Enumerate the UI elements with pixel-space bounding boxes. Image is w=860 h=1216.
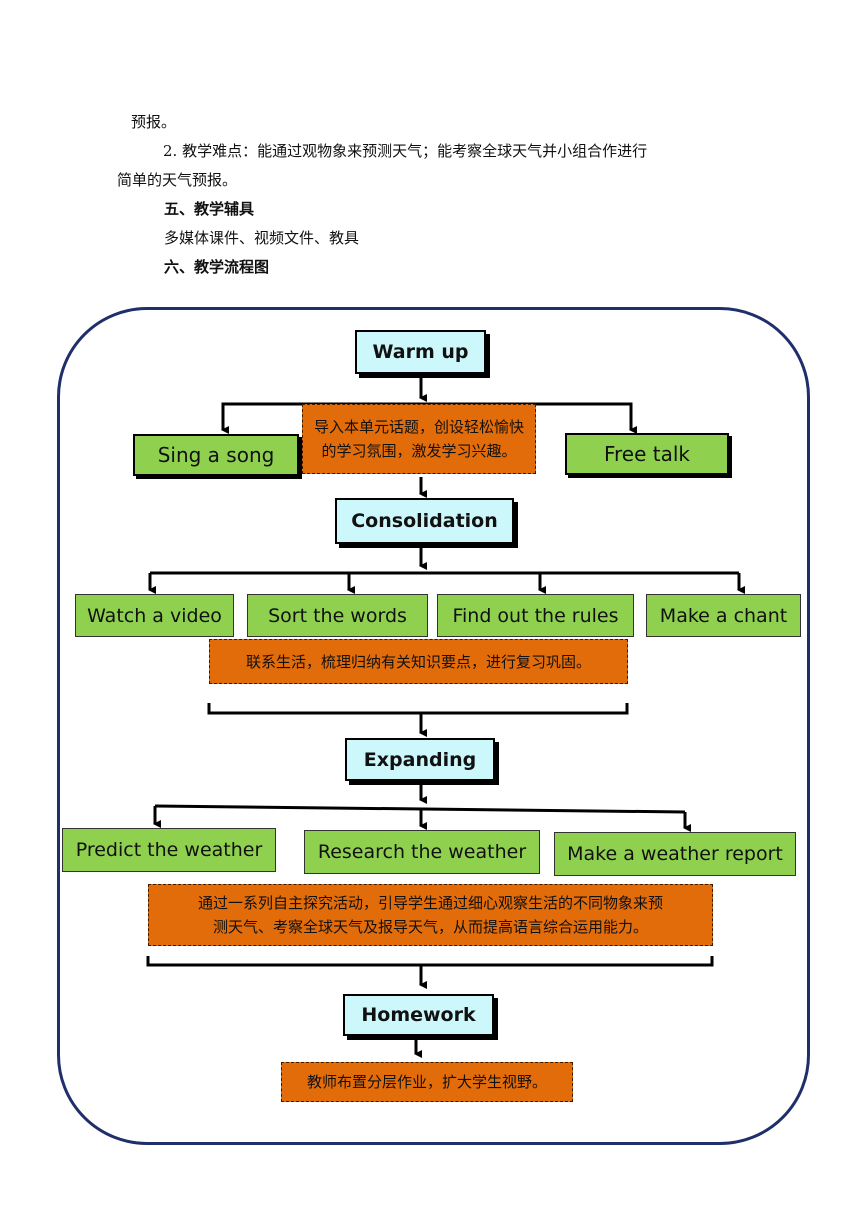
sing-a-song-box: Sing a song [133,434,299,476]
section-heading-flowchart: 六、教学流程图 [164,258,270,276]
expanding-note-line1: 通过一系列自主探究活动，引导学生通过细心观察生活的不同物象来预 [197,894,663,912]
expanding-note-line2: 测天气、考察全球天气及报导天气，从而提高语言综合运用能力。 [212,918,648,936]
warmup-title-box: Warm up [355,330,486,374]
text-line-simple-forecast: 简单的天气预报。 [117,171,238,189]
watch-a-video-box: Watch a video [75,594,234,637]
free-talk-box: Free talk [565,433,729,475]
find-out-the-rules-box: Find out the rules [437,594,634,637]
consolidation-title-box: Consolidation [335,498,514,544]
research-the-weather-box: Research the weather [304,830,540,874]
expanding-title-box: Expanding [345,738,495,781]
homework-note-box: 教师布置分层作业，扩大学生视野。 [281,1062,573,1102]
section-heading-teaching-aids: 五、教学辅具 [164,200,255,218]
predict-the-weather-box: Predict the weather [62,828,276,872]
warmup-note-line1: 导入本单元话题，创设轻松愉快 [313,418,524,436]
make-a-chant-box: Make a chant [646,594,801,637]
homework-title-box: Homework [343,994,494,1036]
consolidation-note-box: 联系生活，梳理归纳有关知识要点，进行复习巩固。 [209,639,628,684]
flowchart-frame [57,307,810,1145]
make-a-weather-report-box: Make a weather report [554,832,796,876]
text-line-difficulty: 2. 教学难点：能通过观物象来预测天气；能考察全球天气并小组合作进行 [163,142,648,160]
text-line-forecast: 预报。 [131,113,177,131]
teaching-aids-text: 多媒体课件、视频文件、教具 [164,229,360,247]
warmup-note-line2: 的学习氛围，激发学习兴趣。 [321,442,517,460]
expanding-note-box: 通过一系列自主探究活动，引导学生通过细心观察生活的不同物象来预 测天气、考察全球… [148,884,713,946]
warmup-note-box: 导入本单元话题，创设轻松愉快 的学习氛围，激发学习兴趣。 [302,404,536,474]
sort-the-words-box: Sort the words [247,594,428,637]
